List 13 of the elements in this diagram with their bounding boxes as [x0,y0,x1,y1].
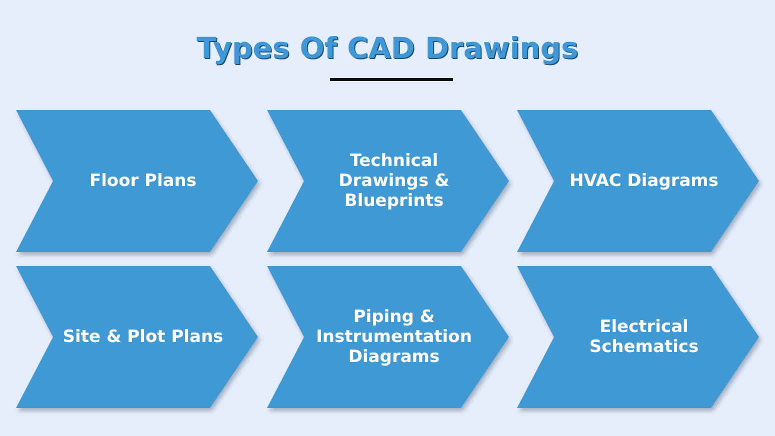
chevron-step [517,110,759,252]
step-label: Floor Plans [89,171,197,191]
chevron-step [16,266,258,408]
step-label: HVAC Diagrams [569,171,719,191]
title: Types Of CAD Drawings [196,30,578,66]
chevron-step [517,266,759,408]
chevron-step [16,110,258,252]
step-label: Site & Plot Plans [62,327,224,347]
step-label: Technical Drawings & Blueprints [338,151,450,211]
step-label: Piping & Instrumentation Diagrams [315,307,473,367]
chevron-step [267,110,509,252]
chevron-step [267,266,509,408]
step-label: Electrical Schematics [588,317,700,357]
